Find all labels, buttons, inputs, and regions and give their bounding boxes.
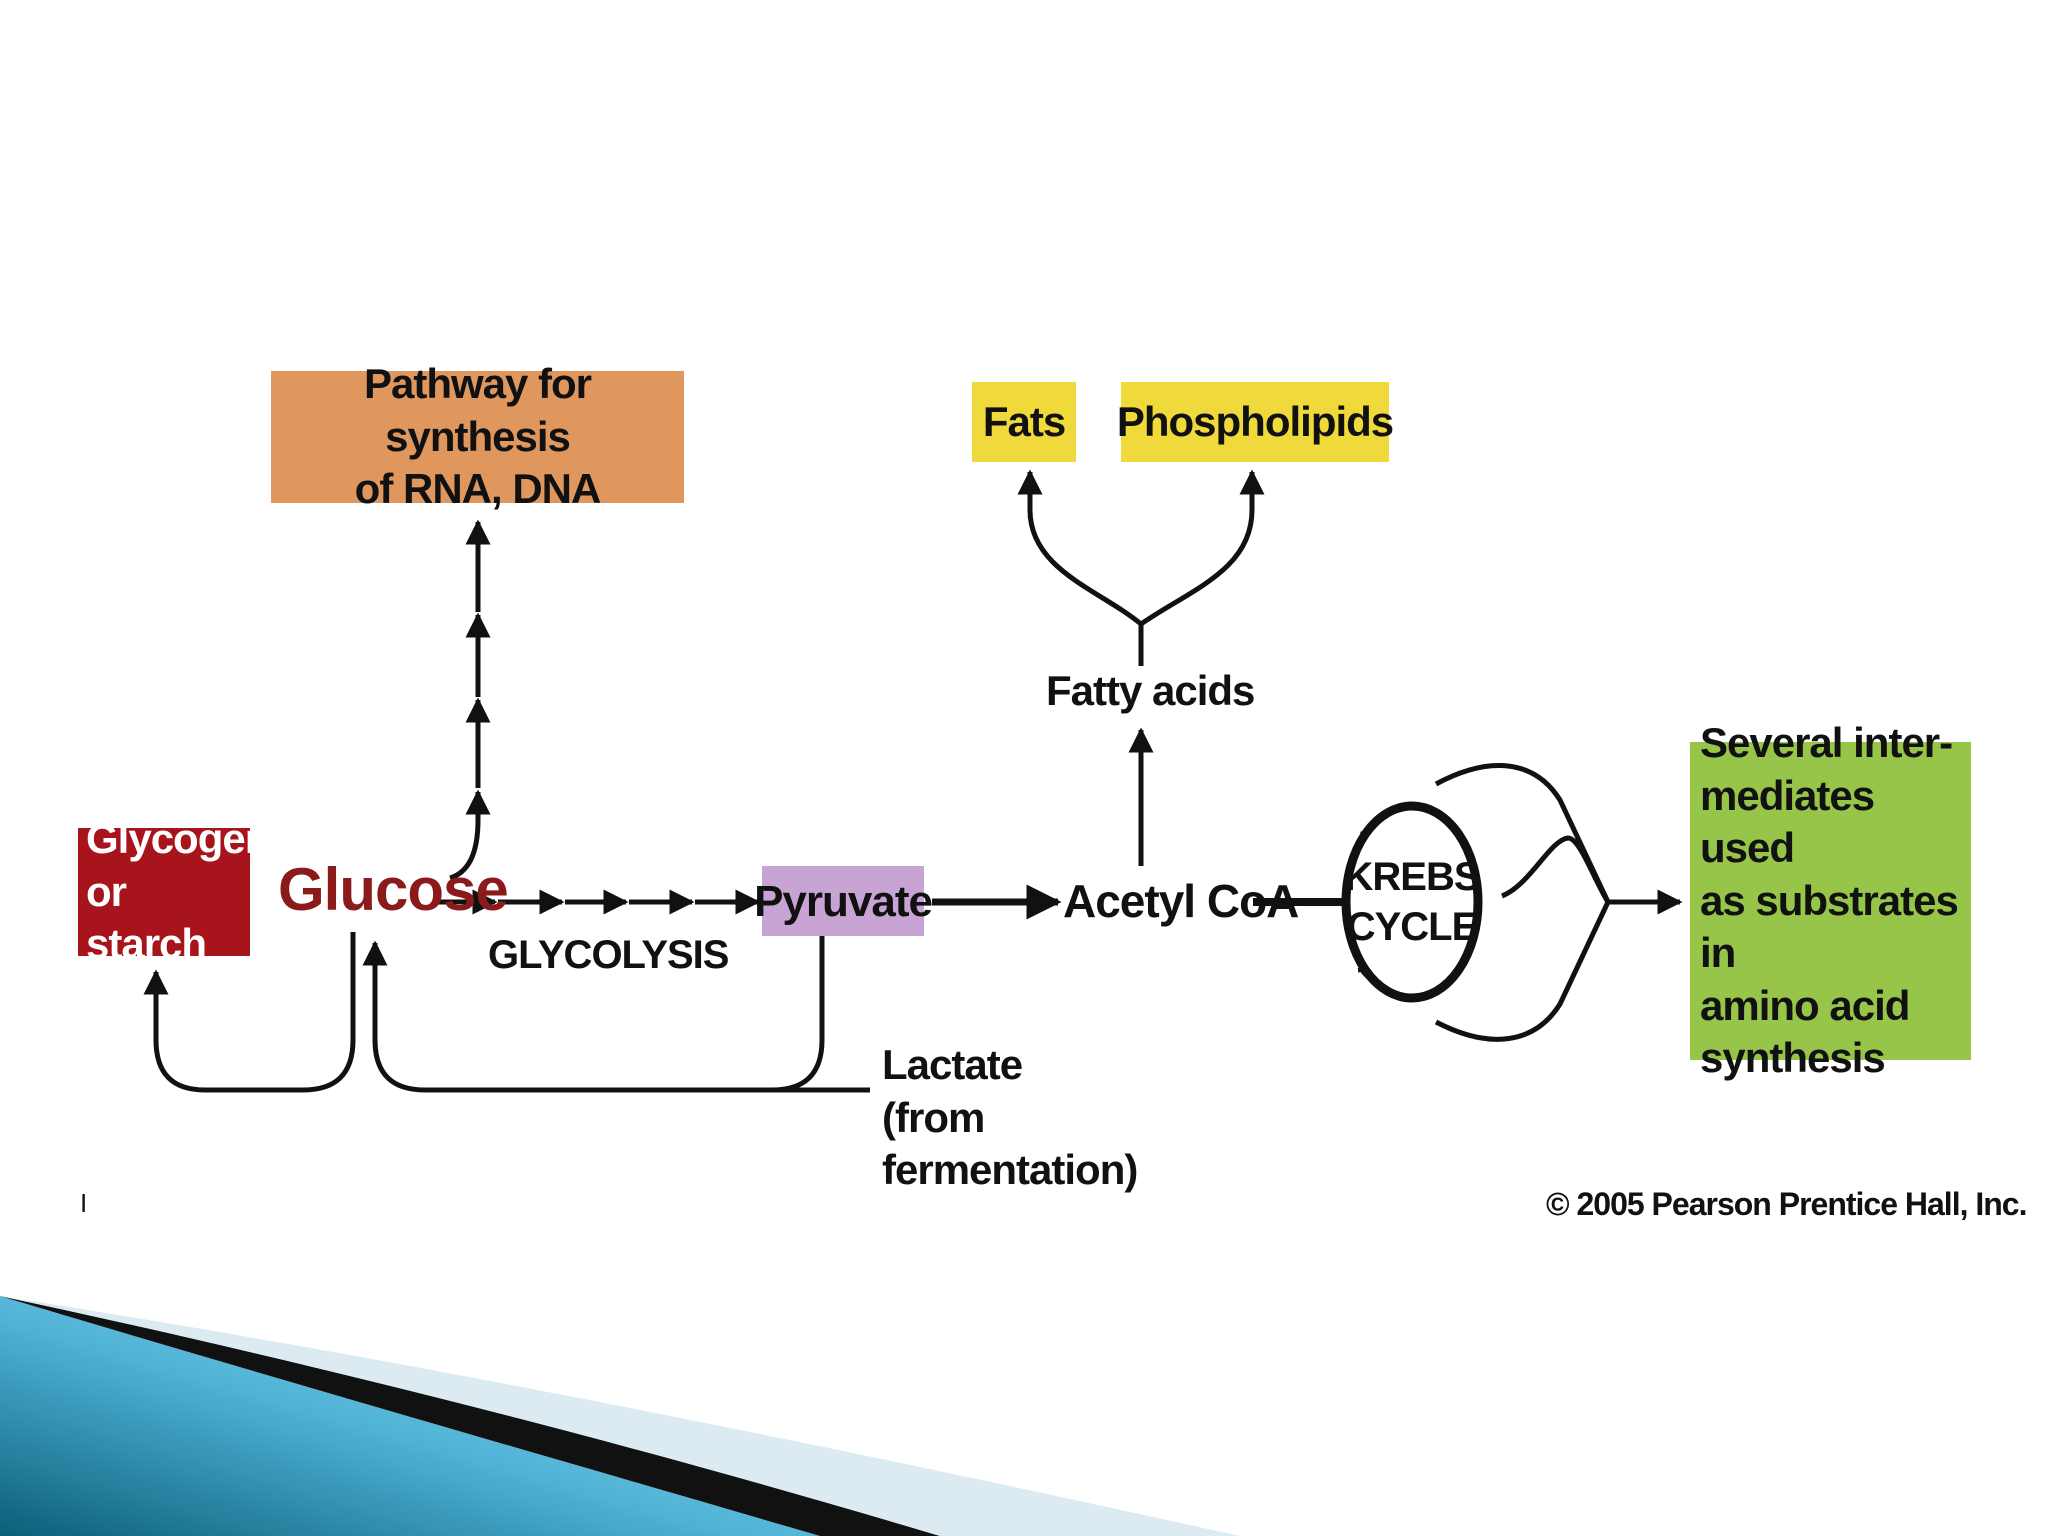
fats-box: Fats <box>972 382 1076 462</box>
krebs-label-line2: CYCLE <box>1346 905 1479 949</box>
krebs-cycle-label: KREBS CYCLE <box>1344 848 1480 956</box>
amino-acid-box: Several inter- mediates used as substrat… <box>1690 719 1971 1081</box>
glycolysis-label: GLYCOLYSIS <box>488 933 729 977</box>
fattyacids-fork <box>1139 469 1265 627</box>
phospholipids-box: Phospholipids <box>1117 382 1394 462</box>
krebs-output-top <box>1434 763 1611 904</box>
krebs-label-line1: KREBS <box>1344 855 1480 899</box>
glycogen-label-line1: Glycogen <box>86 815 270 863</box>
glycogen-box: Glycogen or starch <box>78 815 270 967</box>
stray-mark: I <box>80 1188 87 1218</box>
amino-acid-line3: as substrates in <box>1700 876 1959 977</box>
lactate-label: Lactate (from fermentation) <box>882 1041 1242 1193</box>
krebs-cycle-arrow <box>1359 805 1411 837</box>
amino-acid-line1: Several inter- <box>1700 719 1953 767</box>
glucose-label: Glucose <box>278 856 509 923</box>
lactate-line1: Lactate <box>882 1041 1023 1089</box>
amino-acid-line2: mediates used <box>1700 771 1875 872</box>
krebs-circle <box>1341 801 1483 1003</box>
rna-dna-label-line1: Pathway for synthesis <box>363 360 592 460</box>
lactate-glucose-arrow <box>362 930 825 1093</box>
glucose-rna-arrow <box>449 789 491 881</box>
krebs-cycle-arrow <box>1447 825 1468 853</box>
pyruvate-box: Pyruvate <box>754 866 933 936</box>
pyruvate-label: Pyruvate <box>754 876 933 926</box>
acetyl-coa-label: Acetyl CoA <box>1063 875 1299 927</box>
fattyacids-fork <box>1017 469 1144 666</box>
glycogen-label-line2: or starch <box>86 867 207 968</box>
fatty-acids-label: Fatty acids <box>1046 667 1255 714</box>
rna-dna-box: Pathway for synthesis of RNA, DNA <box>271 360 684 512</box>
glucose-glycogen-arrow <box>143 932 356 1093</box>
fats-label: Fats <box>982 397 1066 445</box>
krebs-cycle-arrow <box>1445 957 1463 983</box>
copyright-label: © 2005 Pearson Prentice Hall, Inc. <box>1546 1186 2027 1222</box>
amino-acid-line4: amino acid <box>1700 981 1910 1029</box>
rna-dna-label-line2: of RNA, DNA <box>354 465 602 513</box>
krebs-output-mid <box>1500 835 1611 904</box>
krebs-output-bot <box>1434 900 1611 1042</box>
krebs-cycle-arrow <box>1357 967 1379 987</box>
phospholipids-label: Phospholipids <box>1116 397 1394 445</box>
lactate-line2: (from fermentation) <box>882 1093 1138 1194</box>
amino-acid-line5: synthesis <box>1700 1034 1886 1082</box>
